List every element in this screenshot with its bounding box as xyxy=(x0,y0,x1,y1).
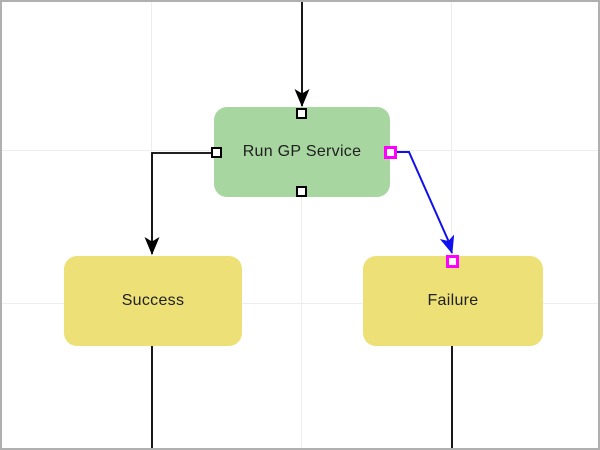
port-bottom[interactable] xyxy=(296,186,307,197)
selected-link-end-handle[interactable] xyxy=(446,255,459,268)
node-run-gp-service[interactable]: Run GP Service xyxy=(214,107,390,197)
node-success[interactable]: Success xyxy=(64,256,242,346)
selected-link-start-handle[interactable] xyxy=(384,146,397,159)
port-left[interactable] xyxy=(211,147,222,158)
link-to-success[interactable] xyxy=(144,152,215,255)
gridline-vertical xyxy=(301,2,302,448)
node-label-failure: Failure xyxy=(427,292,479,309)
node-label-run-gp-service: Run GP Service xyxy=(242,143,362,160)
gridline-horizontal xyxy=(2,303,598,304)
node-failure[interactable]: Failure xyxy=(363,256,543,346)
link-to-failure-selected[interactable] xyxy=(393,151,455,254)
port-top[interactable] xyxy=(296,108,307,119)
node-label-success: Success xyxy=(121,292,185,309)
gridline-vertical xyxy=(451,2,452,448)
